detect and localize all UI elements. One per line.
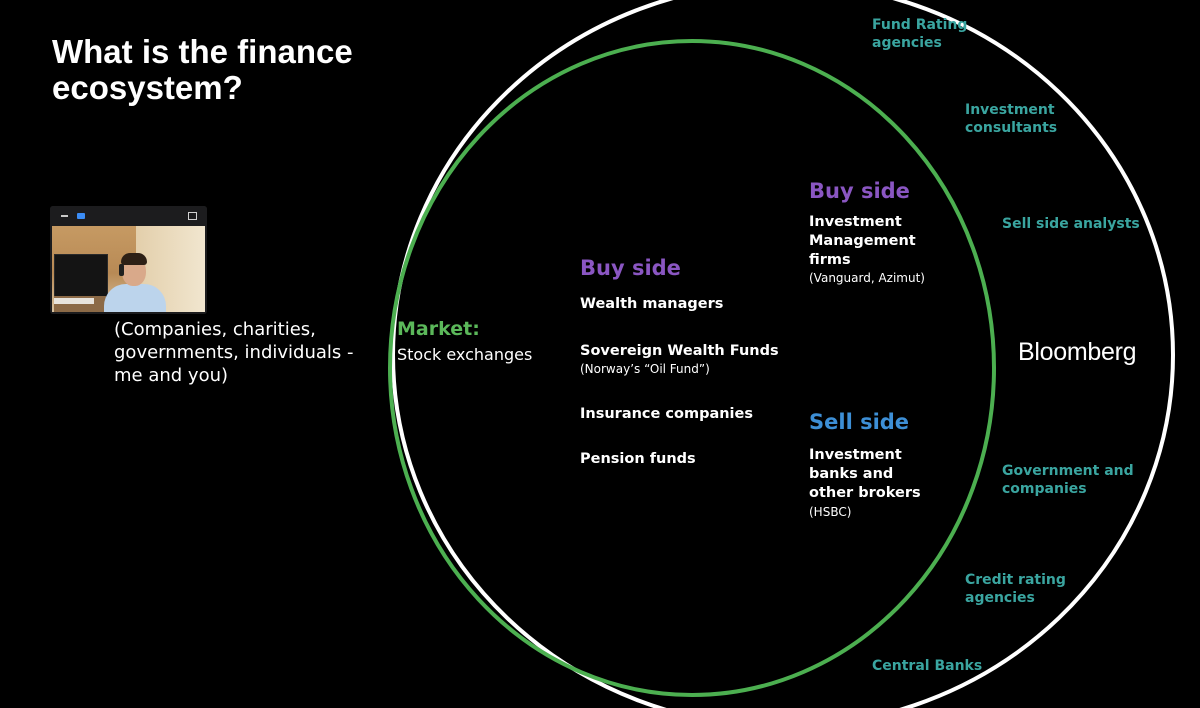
investment-management-note: (Vanguard, Azimut) — [809, 271, 925, 285]
shelf — [54, 298, 94, 304]
ring-label-investment-consultants: Investment consultants — [965, 102, 1058, 136]
buy-side-item: Wealth managers — [580, 296, 724, 312]
speaker-torso — [104, 284, 166, 312]
background-tv — [54, 254, 108, 298]
outer-ring — [391, 0, 1175, 708]
ring-label-central-banks: Central Banks — [872, 658, 983, 674]
video-toolbar — [50, 206, 207, 226]
video-feed — [52, 226, 205, 312]
buy-side-item-note: (Norway’s “Oil Fund”) — [580, 362, 710, 376]
ring-label-fund-rating: Fund Rating agencies — [872, 17, 968, 51]
buy-side-item: Insurance companies — [580, 406, 753, 422]
investment-banks: Investment banks and other brokers — [809, 447, 921, 501]
bloomberg-logo: Bloomberg — [1018, 338, 1137, 366]
inner-ring — [388, 39, 996, 697]
sell-side-heading: Sell side — [809, 410, 910, 434]
slide-title: What is the finance ecosystem? — [52, 33, 353, 106]
camera-indicator-icon — [77, 213, 85, 219]
investment-management-firms: Investment Management firms — [809, 214, 916, 268]
investment-banks-note: (HSBC) — [809, 505, 852, 519]
buy-side-heading-inner: Buy side — [580, 256, 681, 280]
headset-icon — [119, 264, 124, 276]
ring-label-sell-side-analysts: Sell side analysts — [1002, 216, 1140, 232]
ring-label-government: Government and companies — [1002, 463, 1134, 497]
buy-side-item: Pension funds — [580, 451, 696, 467]
speaker-hair — [121, 253, 147, 265]
gallery-view-icon[interactable] — [188, 212, 197, 220]
buy-side-item: Sovereign Wealth Funds — [580, 343, 779, 359]
market-subtitle: Stock exchanges — [397, 345, 533, 364]
participants-caption: (Companies, charities, governments, indi… — [114, 319, 354, 386]
market-label: Market: — [397, 318, 480, 340]
buy-side-heading-right: Buy side — [809, 179, 910, 203]
minimize-icon[interactable] — [61, 215, 68, 217]
participant-video-thumbnail[interactable] — [50, 206, 207, 314]
ring-label-credit-rating: Credit rating agencies — [965, 572, 1066, 606]
